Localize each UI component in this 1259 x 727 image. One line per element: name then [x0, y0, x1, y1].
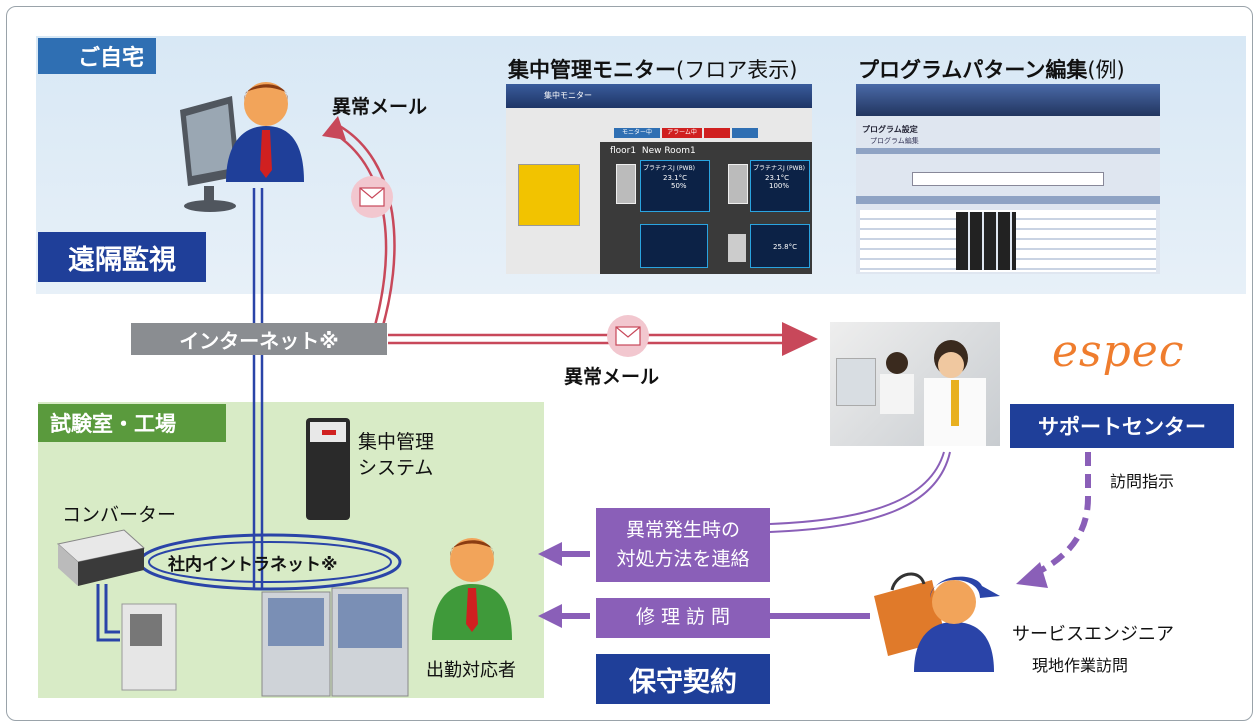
- intranet-ring-inner: [148, 541, 392, 583]
- chamber-icon-3: [728, 234, 746, 262]
- floor-name: floor1: [610, 146, 637, 156]
- onsite-person-icon: [432, 538, 512, 640]
- maintenance-contract-badge: 保守契約: [596, 654, 770, 704]
- program-divider: [856, 148, 1160, 154]
- program-name-field: [912, 172, 1104, 186]
- repair-visit-box: 修 理 訪 問: [596, 598, 770, 638]
- program-title-sub: (例): [1087, 58, 1125, 82]
- chamber-card-4: 25.8°C: [750, 224, 810, 268]
- onsite-visit-label: 現地作業訪問: [1032, 656, 1129, 675]
- program-title-main: プログラムパターン編集: [858, 58, 1088, 82]
- monitor-title-sub: (フロア表示): [676, 58, 798, 82]
- envelope-icon: [607, 315, 649, 357]
- chamber-card-2-temp: 23.1°C: [765, 174, 789, 182]
- central-system-line1: 集中管理: [358, 431, 435, 453]
- engineer-icon: [914, 576, 1000, 672]
- espec-logo: espec: [1052, 326, 1185, 377]
- repair-arrow-head: [538, 604, 562, 628]
- mail-arrow-support-head: [782, 322, 818, 356]
- service-engineer-label: サービスエンジニア: [1012, 624, 1174, 645]
- photo-person-tie: [951, 380, 959, 426]
- monitor-title-main: 集中管理モニター: [508, 58, 676, 82]
- monitor-tab-button: モニター中: [614, 128, 660, 138]
- lab-zone-label: 試験室・工場: [38, 404, 226, 442]
- visit-instruction-arrow-head: [1016, 562, 1048, 588]
- support-center-photo: [830, 322, 1000, 446]
- photo-monitor: [836, 358, 876, 406]
- monitor-floor-panel: [506, 142, 600, 274]
- contact-arrow-b: [769, 451, 951, 533]
- support-center-label: サポートセンター: [1010, 404, 1234, 448]
- chamber-icon-2: [728, 164, 748, 204]
- chamber-card-1: プラチナスJ (PWB) 23.1°C 50%: [640, 160, 710, 212]
- chamber-small-icon: [121, 603, 177, 691]
- contact-procedure-line1: 異常発生時の: [625, 518, 740, 541]
- mail-arrow-home-a: [331, 130, 388, 337]
- program-subheading: プログラム編集: [870, 137, 919, 145]
- photo-person-front-face: [938, 352, 964, 378]
- visit-instruction-label: 訪問指示: [1110, 472, 1175, 491]
- photo-person-back-head: [886, 352, 908, 374]
- chamber-card-2-title: プラチナスJ (PWB): [753, 165, 806, 172]
- mail-arrow-home-head: [322, 116, 346, 140]
- monitor-screenshot-title: 集中管理モニター(フロア表示): [508, 54, 797, 84]
- computer-icon: [180, 96, 240, 212]
- central-system-label: 集中管理 システム: [358, 430, 434, 481]
- toolbar-red-tab: [704, 128, 730, 138]
- contact-arrow-a: [769, 451, 945, 525]
- contact-procedure-line2: 対処方法を連絡: [616, 548, 750, 570]
- anomaly-mail-middle-label: 異常メール: [564, 366, 660, 388]
- floor-room-block: [518, 164, 580, 226]
- monitor-screenshot: 集中モニター モニター中 アラーム中 floor1 New Room1 プラチナ…: [506, 84, 812, 274]
- chamber-card-2: プラチナスJ (PWB) 23.1°C 100%: [750, 160, 810, 212]
- mail-arrow-home-b: [335, 122, 396, 337]
- program-step-header: [856, 196, 1160, 204]
- converter-chamber-line-2: [104, 584, 120, 634]
- chamber-icon-1: [616, 164, 636, 204]
- contact-procedure-box: 異常発生時の 対処方法を連絡: [596, 508, 770, 582]
- central-system-line2: システム: [358, 456, 434, 479]
- monitor-toolbar: モニター中 アラーム中: [506, 108, 812, 142]
- contact-arrow-head: [538, 542, 562, 566]
- monitor-header-bar: 集中モニター: [506, 84, 812, 108]
- converter-label: コンバーター: [62, 504, 177, 526]
- room-name: New Room1: [641, 146, 696, 156]
- visit-instruction-arrow: [1028, 452, 1091, 579]
- intranet-label: 社内イントラネット※: [168, 555, 338, 575]
- program-header-bar: [856, 84, 1160, 116]
- chamber-card-2-humid: 100%: [769, 182, 790, 190]
- onsite-person-label: 出勤対応者: [426, 660, 516, 681]
- chamber-card-3: [640, 224, 708, 268]
- alarm-tab-button: アラーム中: [662, 128, 702, 138]
- chamber-card-4-temp: 25.8°C: [773, 243, 797, 251]
- envelope-icon: [351, 176, 393, 218]
- program-heading: プログラム設定: [862, 125, 918, 134]
- remote-monitoring-badge: 遠隔監視: [38, 232, 206, 282]
- person-icon: [226, 82, 304, 182]
- monitor-floor-room-label: floor1 New Room1: [610, 146, 696, 156]
- chamber-card-1-temp: 23.1°C: [663, 174, 687, 182]
- program-screenshot-title: プログラムパターン編集(例): [858, 54, 1125, 84]
- chamber-card-1-title: プラチナスJ (PWB): [643, 165, 696, 172]
- converter-icon: [56, 529, 146, 586]
- central-system-icon: [306, 418, 350, 520]
- converter-chamber-line: [96, 584, 120, 642]
- photo-person-back-body: [880, 374, 914, 414]
- internet-label: インターネット※: [131, 323, 387, 355]
- monitor-header-text: 集中モニター: [544, 91, 592, 100]
- program-step-block: [956, 212, 1016, 270]
- anomaly-mail-top-label: 異常メール: [332, 96, 428, 118]
- toolbar-blue-tab: [732, 128, 758, 138]
- chamber-card-1-humid: 50%: [671, 182, 687, 190]
- chamber-large-icon: [261, 587, 409, 697]
- home-zone-label: ご自宅: [38, 38, 156, 74]
- program-screenshot: プログラム設定 プログラム編集: [856, 84, 1160, 274]
